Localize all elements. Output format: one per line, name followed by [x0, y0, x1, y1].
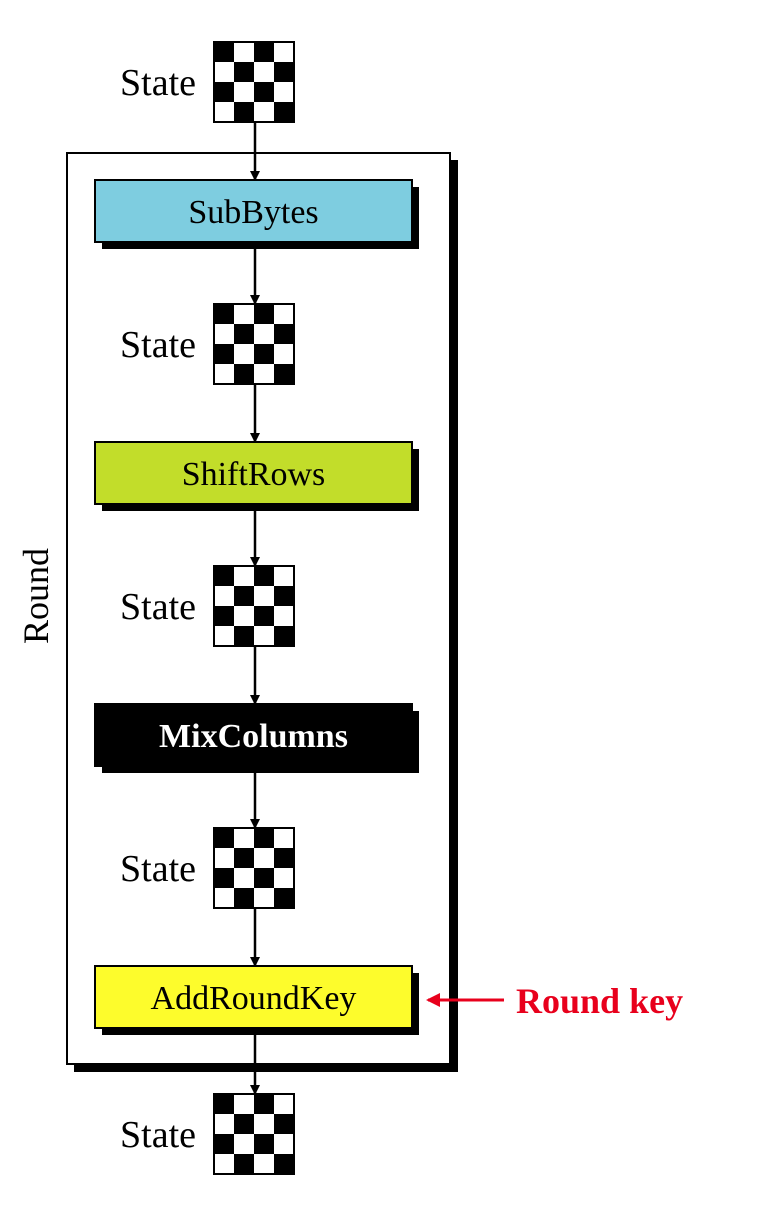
shiftrows-label: ShiftRows	[182, 456, 326, 493]
state-label: State	[120, 848, 196, 890]
state-label: State	[120, 62, 196, 104]
shiftrows-box: ShiftRows	[94, 441, 419, 511]
state-block-5: State	[120, 1093, 295, 1175]
state-block-2: State	[120, 303, 295, 385]
mixcolumns-label: MixColumns	[159, 718, 348, 755]
subbytes-box: SubBytes	[94, 179, 419, 249]
state-block-1: State	[120, 41, 295, 123]
state-block-3: State	[120, 565, 295, 647]
state-grid-icon	[213, 827, 295, 909]
state-block-4: State	[120, 827, 295, 909]
state-grid-icon	[213, 303, 295, 385]
state-label: State	[120, 586, 196, 628]
addroundkey-label: AddRoundKey	[151, 980, 357, 1017]
state-grid-icon	[213, 1093, 295, 1175]
mixcolumns-box: MixColumns	[94, 703, 419, 773]
round-label: Round	[16, 548, 56, 644]
addroundkey-box: AddRoundKey	[94, 965, 419, 1035]
state-grid-icon	[213, 41, 295, 123]
subbytes-label: SubBytes	[188, 194, 318, 231]
state-label: State	[120, 324, 196, 366]
state-label: State	[120, 1114, 196, 1156]
state-grid-icon	[213, 565, 295, 647]
round-key-label: Round key	[516, 981, 683, 1021]
